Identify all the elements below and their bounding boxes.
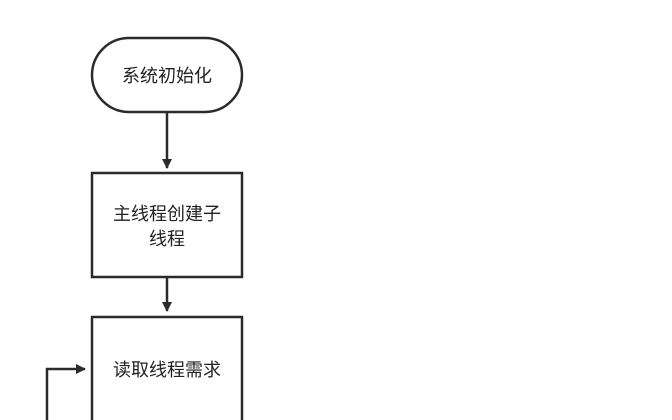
process-shape <box>90 171 244 279</box>
process-shape-open <box>90 315 244 420</box>
node-system-init: 系统初始化 <box>90 36 244 114</box>
node-create-thread-label-line1: 主线程创建子 <box>113 204 221 225</box>
edge-loop-back-to-read <box>45 364 86 420</box>
node-read-demand-label: 读取线程需求 <box>113 360 221 381</box>
node-create-thread: 主线程创建子 线程 <box>90 171 244 279</box>
node-read-demand: 读取线程需求 <box>90 315 244 420</box>
node-system-init-label: 系统初始化 <box>122 66 212 87</box>
terminator-shape <box>90 36 244 114</box>
node-create-thread-label-line2: 线程 <box>149 229 185 250</box>
